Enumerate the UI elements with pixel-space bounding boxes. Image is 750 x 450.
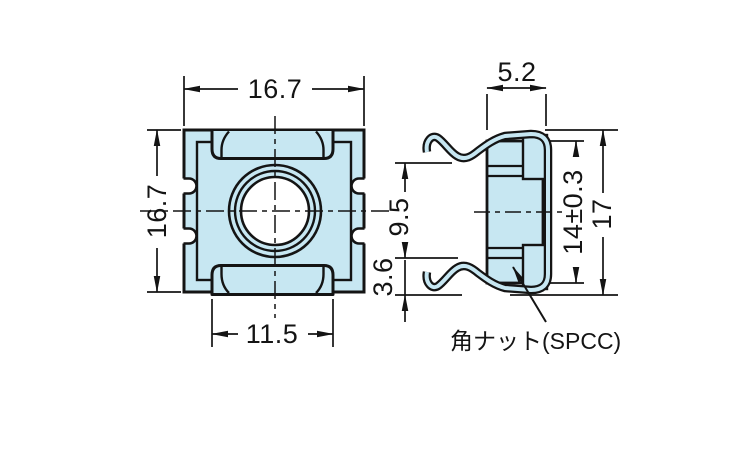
front-right-notch-upper — [350, 177, 367, 195]
side-overall-height-dimension — [510, 129, 618, 296]
front-top-tab — [210, 131, 335, 160]
front-right-notch-lower — [350, 227, 367, 245]
side-overall-height-dim-text: 17 — [587, 198, 617, 229]
front-tab-width-dim-text: 11.5 — [246, 319, 299, 349]
front-tab-width-dimension — [211, 299, 334, 347]
front-bottom-tab — [210, 264, 335, 296]
part-label-text: 角ナット(SPCC) — [450, 328, 621, 354]
front-top-tab-fold-right — [315, 130, 325, 157]
side-nut-height-dim-text: 14±0.3 — [558, 169, 588, 254]
front-top-tab-fold-left — [220, 130, 230, 157]
front-height-dim-text: 16.7 — [142, 184, 172, 239]
front-bottom-tab-fold-right — [315, 267, 325, 294]
front-width-dimension — [183, 76, 365, 126]
side-depth-dimension — [486, 84, 547, 130]
front-height-dimension — [147, 129, 181, 293]
label-leader-arrow — [512, 266, 547, 323]
side-spring-offset-dim-text: 3.6 — [368, 257, 398, 296]
side-view — [422, 129, 564, 295]
front-bottom-tab-fold-left — [220, 267, 230, 294]
side-depth-dim-text: 5.2 — [497, 57, 536, 87]
front-left-notch-upper — [181, 177, 198, 195]
front-width-dim-text: 16.7 — [248, 74, 303, 104]
side-nut-height-dimension — [550, 140, 584, 284]
front-view — [140, 116, 392, 318]
front-left-notch-lower — [181, 227, 198, 245]
side-spring-height-dim-text: 9.5 — [384, 197, 414, 236]
side-spring-offset-dimension — [395, 260, 462, 322]
side-spring-height-dimension — [395, 162, 458, 259]
